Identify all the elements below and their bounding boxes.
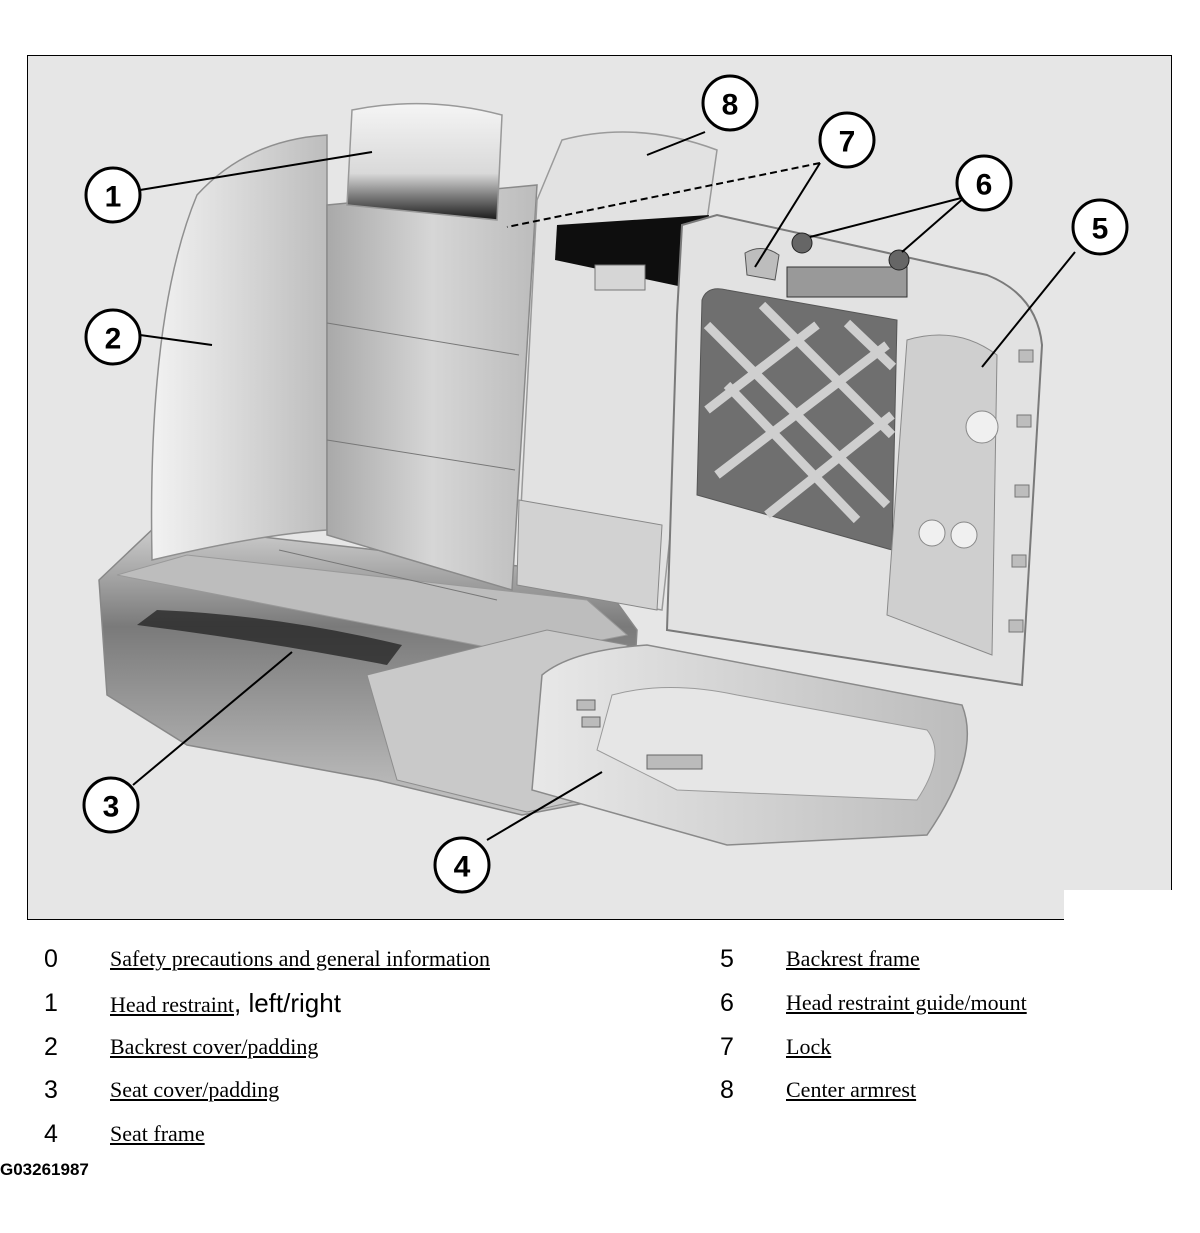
center-armrest-link[interactable]: Center armrest [786,1077,917,1102]
callout-8: 8 [722,89,739,122]
legend-number: 2 [44,1033,58,1061]
backrest-cover-link[interactable]: Backrest cover/padding [110,1034,319,1059]
callout-2: 2 [105,323,122,356]
legend-number: 6 [720,989,734,1017]
legend-number: 8 [720,1076,734,1104]
seat-cover-link[interactable]: Seat cover/padding [110,1077,280,1102]
callout-5: 5 [1092,213,1109,246]
safety-precautions-link[interactable]: Safety precautions and general informati… [110,946,490,971]
head-restraint-link[interactable]: Head restraint [110,992,234,1017]
legend-number: 5 [720,945,734,973]
seat-diagram: 1 2 3 4 5 6 7 8 [27,55,1172,920]
figure-id: G03261987 [0,1160,89,1179]
legend-number: 3 [44,1076,58,1104]
callout-6: 6 [976,169,993,202]
legend-entry: Head restraint, left/right [110,988,341,1020]
legend-number: 4 [44,1120,58,1148]
legend-suffix: , left/right [234,988,341,1018]
callout-4: 4 [454,851,471,884]
lock-link[interactable]: Lock [786,1034,832,1059]
callout-7: 7 [839,126,856,159]
legend-number: 7 [720,1033,734,1061]
legend-number: 0 [44,945,58,973]
callout-3: 3 [103,791,120,824]
callout-1: 1 [105,181,122,214]
backrest-frame-link[interactable]: Backrest frame [786,946,920,971]
seat-frame-link[interactable]: Seat frame [110,1121,205,1146]
head-restraint-guide-link[interactable]: Head restraint guide/mount [786,990,1027,1015]
legend-number: 1 [44,989,58,1017]
